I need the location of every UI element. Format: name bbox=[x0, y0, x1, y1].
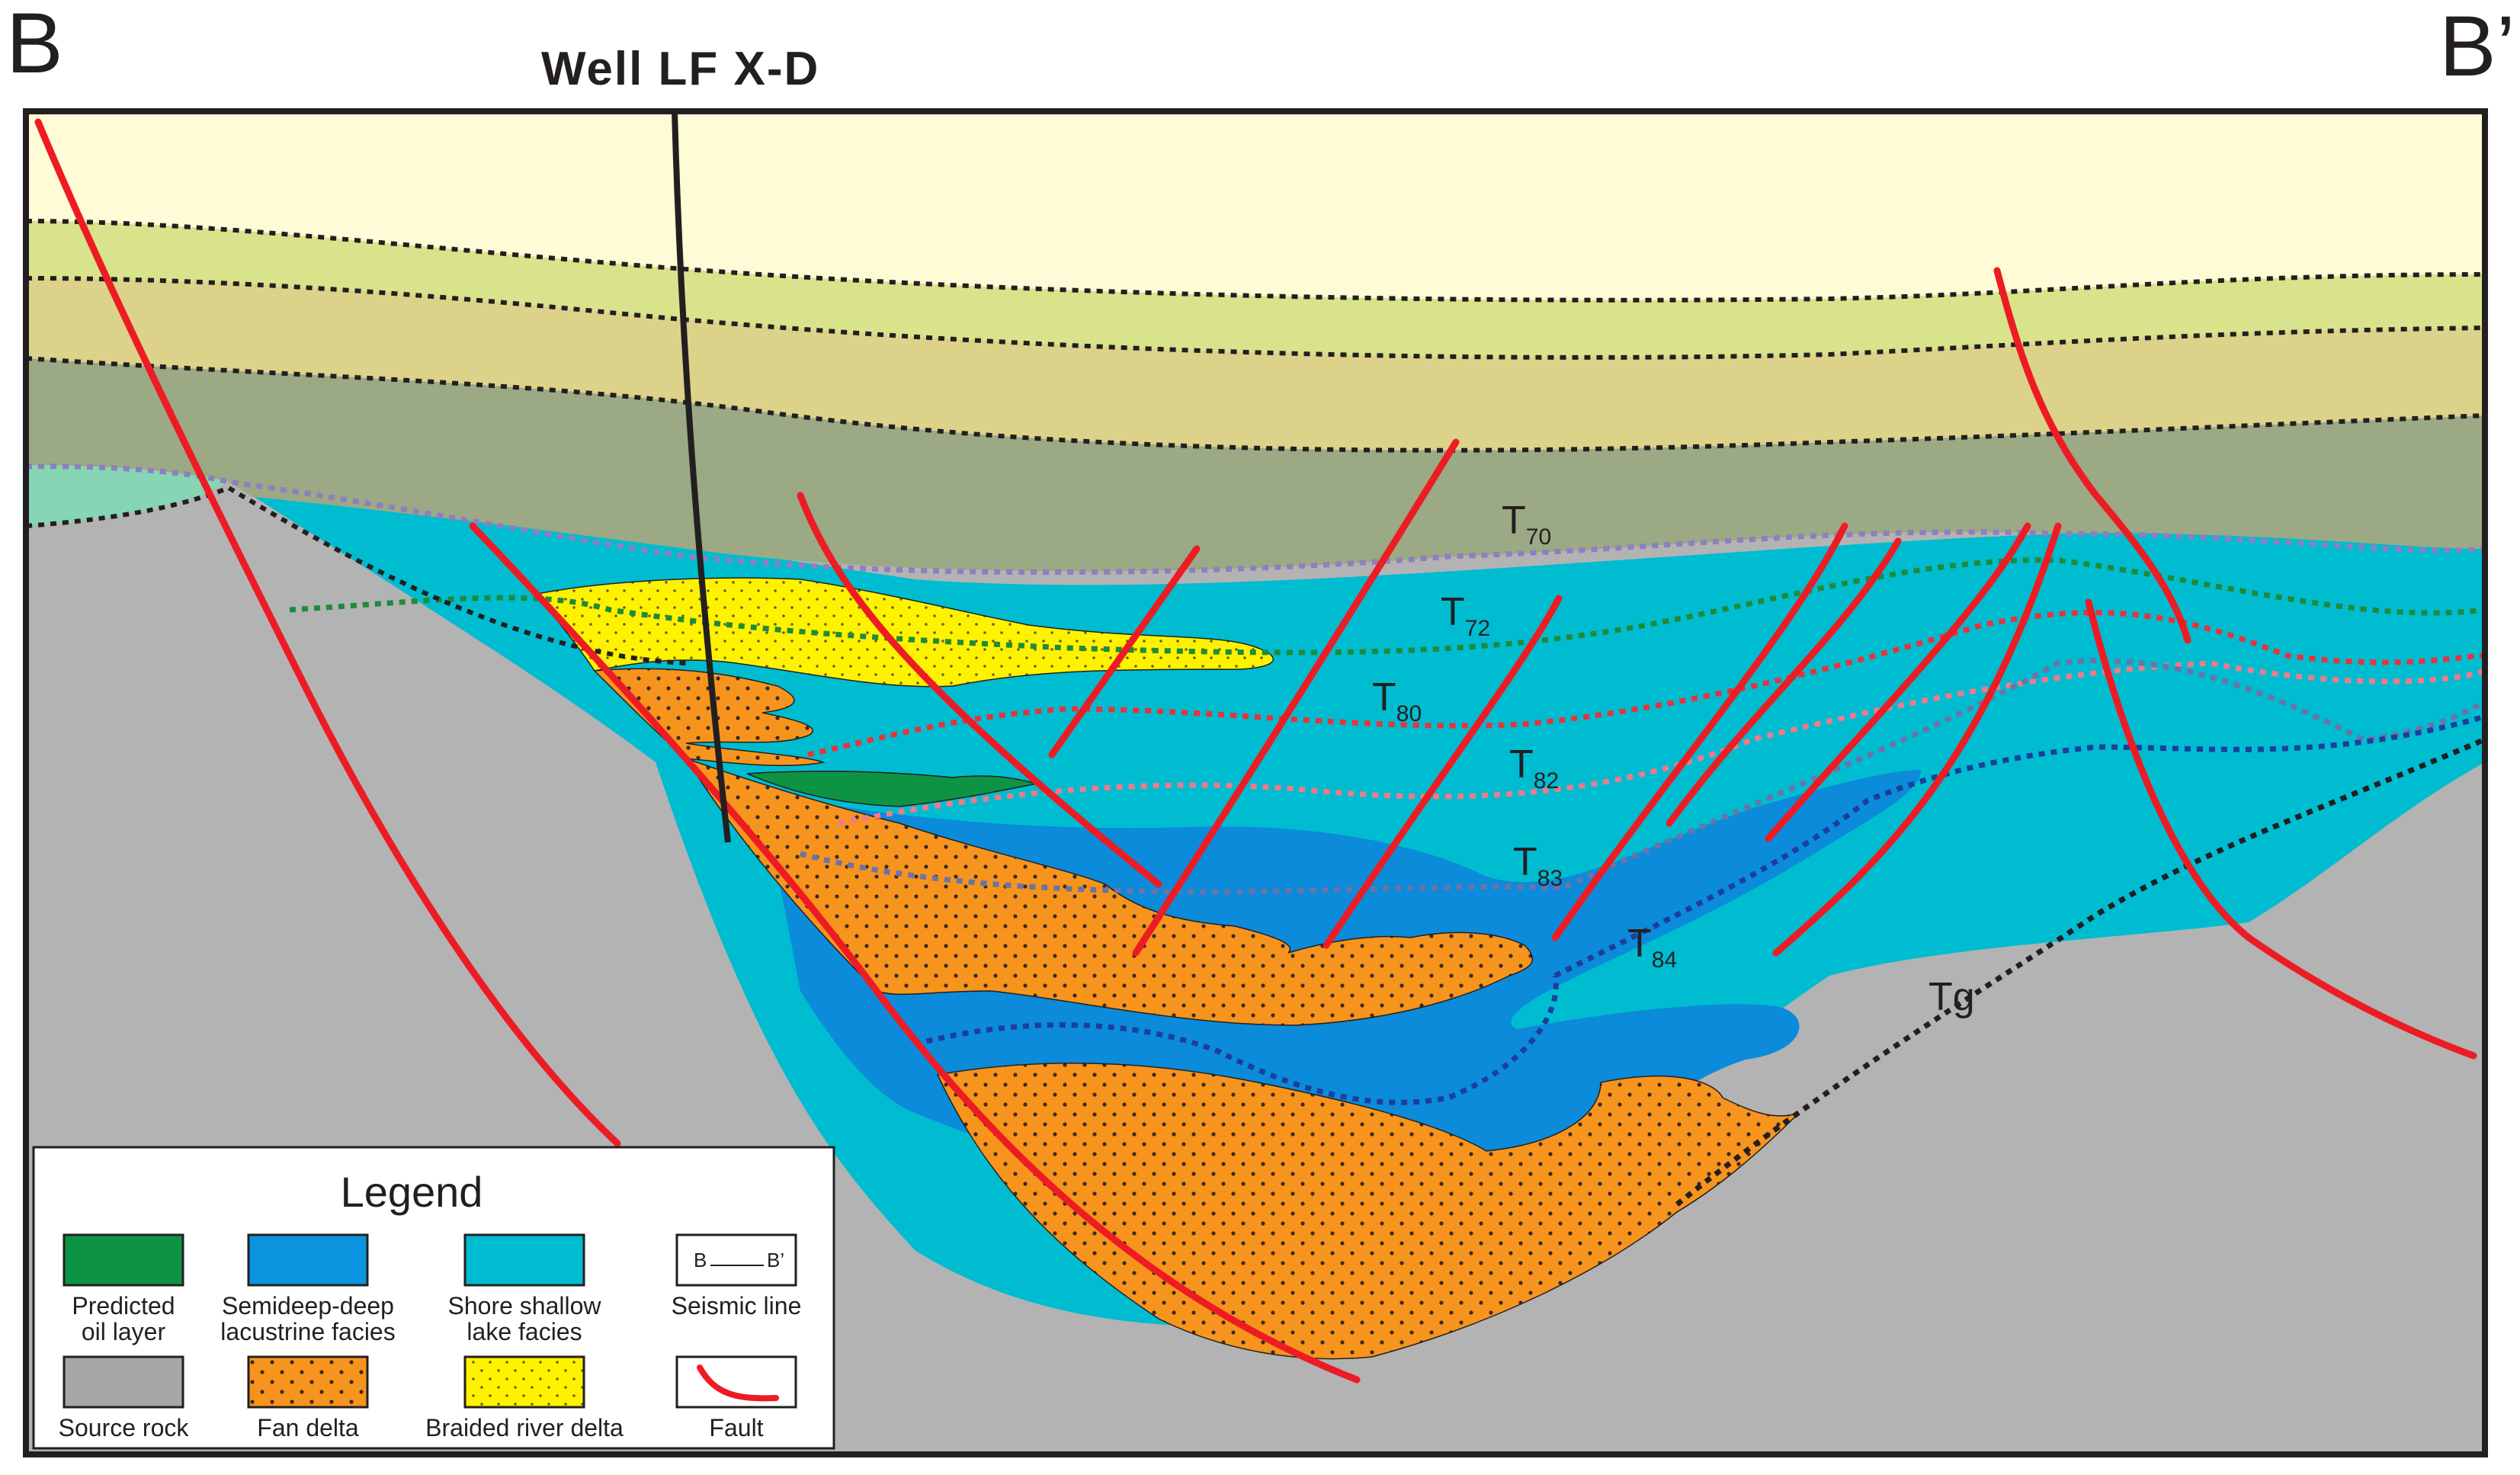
legend-seismic-end: B’ bbox=[767, 1249, 784, 1271]
legend-swatch-fan bbox=[247, 1355, 369, 1409]
legend-label: Source rock bbox=[59, 1414, 190, 1441]
legend-label: Fault bbox=[709, 1414, 763, 1441]
horizon-label-t72: T72 bbox=[1441, 590, 1490, 641]
fault-1 bbox=[34, 118, 621, 1147]
well-label: Well LF X-D bbox=[541, 43, 820, 95]
fault-11 bbox=[1993, 267, 2191, 644]
fault-4 bbox=[1048, 545, 1201, 758]
legend-label: Shore shallow bbox=[448, 1292, 602, 1319]
upper-boundary-1 bbox=[26, 219, 2485, 303]
horizon-label-t83: T83 bbox=[1513, 840, 1563, 891]
fan-delta-upper bbox=[593, 668, 826, 767]
legend-label: Braided river delta bbox=[425, 1414, 624, 1441]
legend-swatch-shore bbox=[463, 1233, 585, 1287]
horizon-line-tg bbox=[1675, 736, 2485, 1207]
legend-item-seismic: B B’ Seismic line bbox=[672, 1233, 802, 1319]
section-start-label: B bbox=[6, 0, 63, 91]
horizon-line-t84 bbox=[914, 713, 2485, 1105]
fault-2 bbox=[469, 522, 1361, 1384]
fault-10 bbox=[1772, 522, 2062, 957]
upper-layer-1 bbox=[26, 111, 2485, 300]
legend-swatch-semideep bbox=[247, 1233, 369, 1287]
legend-title: Legend bbox=[341, 1168, 483, 1216]
upper-layer-2 bbox=[26, 221, 2485, 358]
basement-left bbox=[26, 482, 656, 762]
fault-8 bbox=[1666, 537, 1902, 827]
legend-swatch-source bbox=[63, 1355, 184, 1409]
legend-swatch-predicted-oil bbox=[63, 1233, 184, 1287]
horizon-label-t70: T70 bbox=[1502, 499, 1551, 550]
legend-item-braided: Braided river delta bbox=[425, 1355, 624, 1441]
well-trajectory bbox=[672, 111, 731, 843]
fault-9 bbox=[1765, 522, 2031, 842]
legend-swatch-seismic: B B’ bbox=[675, 1233, 797, 1287]
legend-label-line2: lake facies bbox=[466, 1318, 582, 1345]
legend-label: Fan delta bbox=[257, 1414, 359, 1441]
horizon-label-t82: T82 bbox=[1509, 742, 1559, 794]
legend-swatch-fault bbox=[675, 1355, 797, 1409]
legend-swatch-braided bbox=[463, 1355, 585, 1409]
fault-5 bbox=[1132, 438, 1460, 957]
legend-item-fan: Fan delta bbox=[247, 1355, 369, 1441]
section-frame bbox=[23, 108, 2488, 1457]
fault-3 bbox=[797, 492, 1162, 888]
legend-label-line2: lacustrine facies bbox=[220, 1318, 395, 1345]
legend-seismic-start: B bbox=[694, 1249, 707, 1271]
horizon-line-t80 bbox=[807, 610, 2485, 758]
legend-label: Seismic line bbox=[672, 1292, 802, 1319]
fan-delta-middle bbox=[685, 757, 1534, 1026]
faults bbox=[34, 118, 2477, 1384]
horizon-label-t80: T80 bbox=[1372, 675, 1422, 726]
teal-wedge bbox=[26, 465, 229, 526]
horizon-label-tg: Tg bbox=[1928, 975, 1975, 1019]
legend-label: Predicted bbox=[72, 1292, 175, 1319]
fault-7 bbox=[1551, 522, 1848, 941]
upper-boundary-3 bbox=[26, 356, 2485, 453]
legend-label-line2: oil layer bbox=[82, 1318, 166, 1345]
horizon-line-t83 bbox=[800, 658, 2485, 895]
section-end-label: B’ bbox=[2439, 0, 2515, 94]
legend-label: Semideep-deep bbox=[222, 1292, 394, 1319]
fault-12 bbox=[2085, 598, 2477, 1060]
legend-item-source: Source rock bbox=[59, 1355, 190, 1441]
horizon-line-t72 bbox=[289, 557, 2485, 656]
upper-layer-3 bbox=[26, 278, 2485, 451]
upper-layer-4 bbox=[26, 358, 2485, 572]
horizon-line-t70 bbox=[26, 463, 2485, 576]
horizon-label-t84: T84 bbox=[1627, 922, 1677, 973]
fault-6 bbox=[1323, 595, 1563, 949]
braided-river-delta bbox=[532, 577, 1274, 688]
upper-boundary-2 bbox=[26, 276, 2485, 360]
legend-item-fault: Fault bbox=[675, 1355, 797, 1441]
